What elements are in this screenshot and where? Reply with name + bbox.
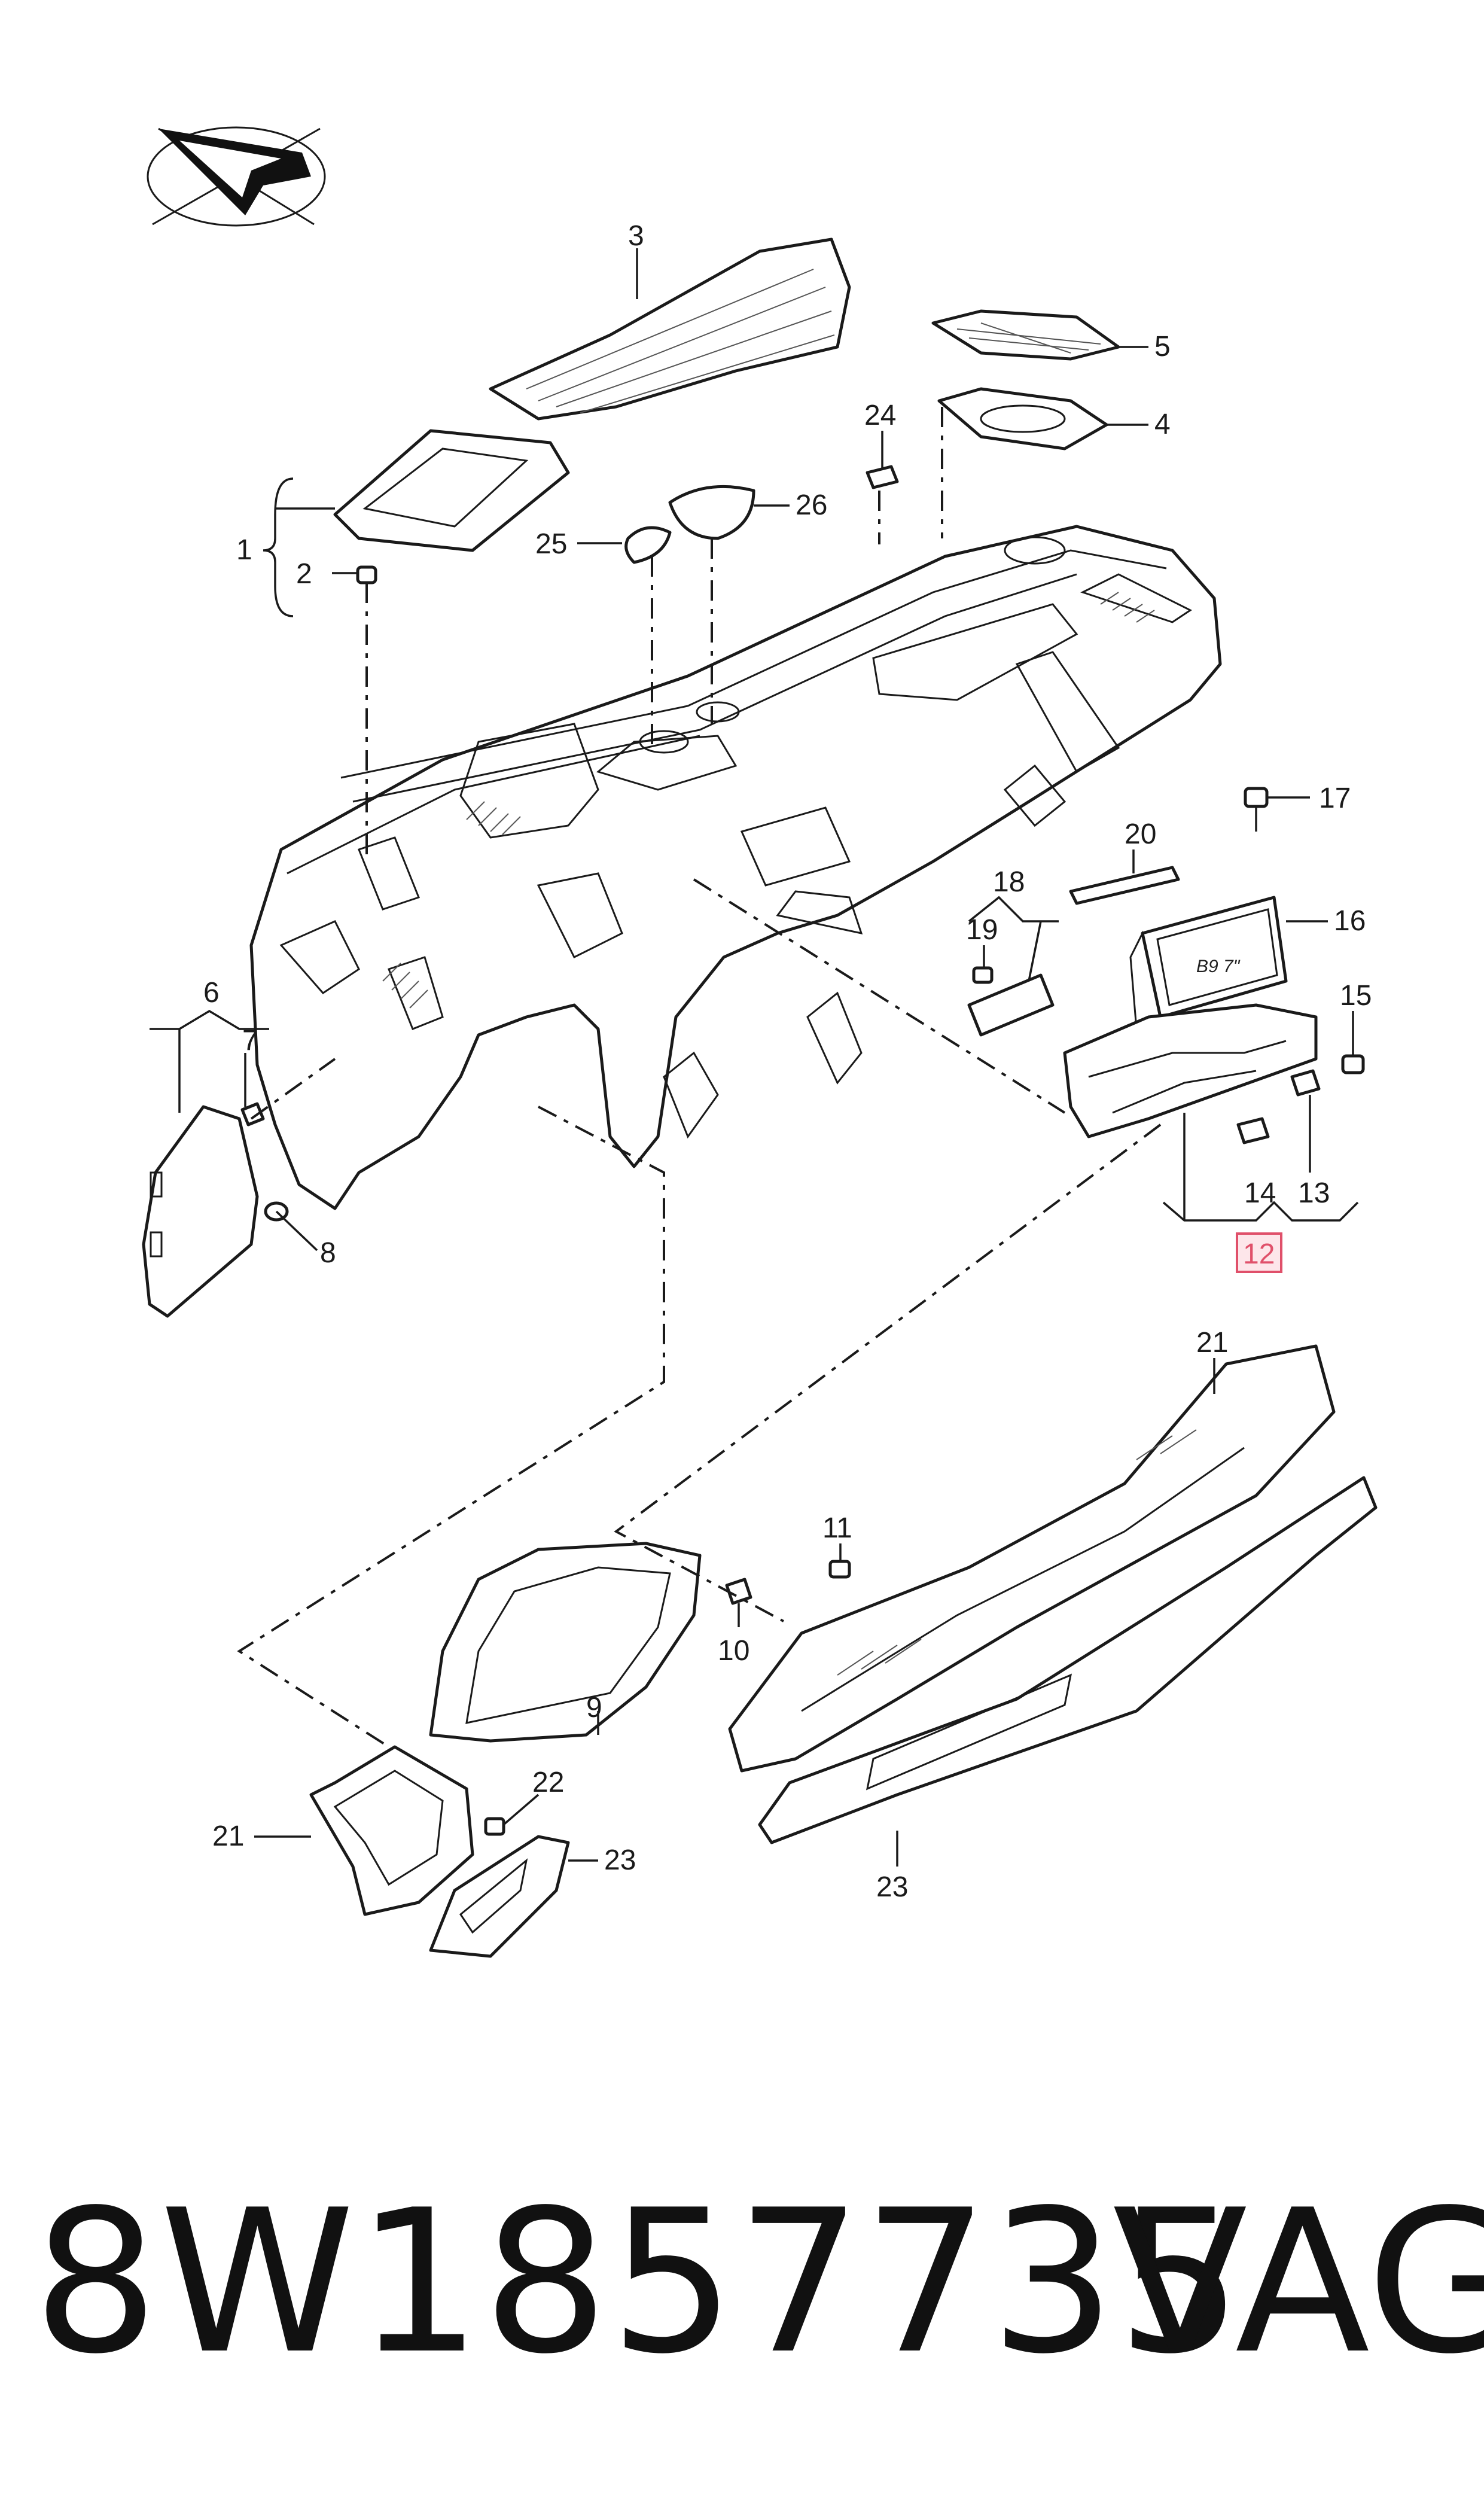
part-21-carrier-right [728,1344,1336,1773]
part-17-screw [1244,787,1269,832]
callout-12-highlight-box [1236,1232,1282,1273]
callout-14: 14 [1244,1177,1276,1209]
callout-18: 18 [993,866,1025,898]
part-21-carrier-left [309,1745,474,1916]
part-10-clip [725,1578,752,1605]
part-18-tray [967,973,1055,1037]
callout-3: 3 [628,220,644,252]
part-9-instrument-cluster [429,1542,702,1743]
part-20-trim-strip [1069,866,1180,905]
part-26-cover [668,485,755,540]
exploded-parts-diagram: B9 7" [142,126,1378,1958]
callout-6: 6 [203,977,220,1009]
part-23-trim-right [758,1476,1378,1844]
callout-25: 25 [535,528,567,560]
part-3-top-grille [489,238,851,421]
callout-16: 16 [1334,905,1366,937]
brand-label: VAG [1113,2167,1484,2397]
callout-13: 13 [1298,1177,1330,1209]
part-1-display-cover [333,429,570,552]
part-4-speaker-holder [937,387,1108,450]
part-25-cover [624,526,672,564]
callout-24: 24 [864,400,896,431]
callout-5: 5 [1154,331,1171,363]
part-13-clip [1290,1069,1321,1097]
callout-9: 9 [586,1692,602,1724]
callout-12: 12 [1243,1238,1275,1270]
callout-4: 4 [1154,409,1171,440]
part-5-speaker-grille [931,309,1120,361]
screen-label: B9 7" [1196,957,1241,976]
part-7-clip [240,1102,265,1126]
part-12-bracket-assembly [1063,1003,1318,1138]
part-22-screw [484,1817,505,1836]
part-11-screw [828,1560,851,1579]
assembly-lines [237,407,1162,1748]
callout-26: 26 [796,489,827,521]
callout-11: 11 [822,1512,852,1544]
callout-labels: 3 5 4 24 26 25 1 2 6 7 8 20 17 18 19 16 … [203,220,1372,1903]
direction-arrow-logo-icon [147,126,326,227]
callout-17: 17 [1319,783,1351,814]
part-16-display-screen: B9 7" [1129,896,1288,1031]
callout-10: 10 [718,1635,749,1667]
part-15-screw [1341,1054,1365,1074]
callout-23-right: 23 [876,1871,908,1903]
callout-1: 1 [236,534,252,566]
callout-23-left: 23 [604,1844,636,1876]
callout-21-left: 21 [212,1820,244,1852]
callout-20: 20 [1125,818,1156,850]
callout-19: 19 [966,914,998,946]
callout-7: 7 [242,1025,258,1056]
callout-22: 22 [532,1767,564,1798]
part-6-side-cover [142,1105,259,1318]
callout-21-right: 21 [1196,1327,1228,1359]
dashboard-panel [249,525,1222,1210]
part-23-trim-left [429,1835,570,1958]
callout-15: 15 [1340,980,1372,1012]
leader-lines [150,248,1359,1867]
part-24-clip [866,465,899,489]
callout-2: 2 [296,558,312,590]
part-19-clip [972,966,994,984]
part-number: 8W1857735 [33,2167,1244,2397]
part-14-clip [1236,1117,1270,1144]
part-2-clip [356,565,377,584]
callout-8: 8 [320,1237,336,1269]
